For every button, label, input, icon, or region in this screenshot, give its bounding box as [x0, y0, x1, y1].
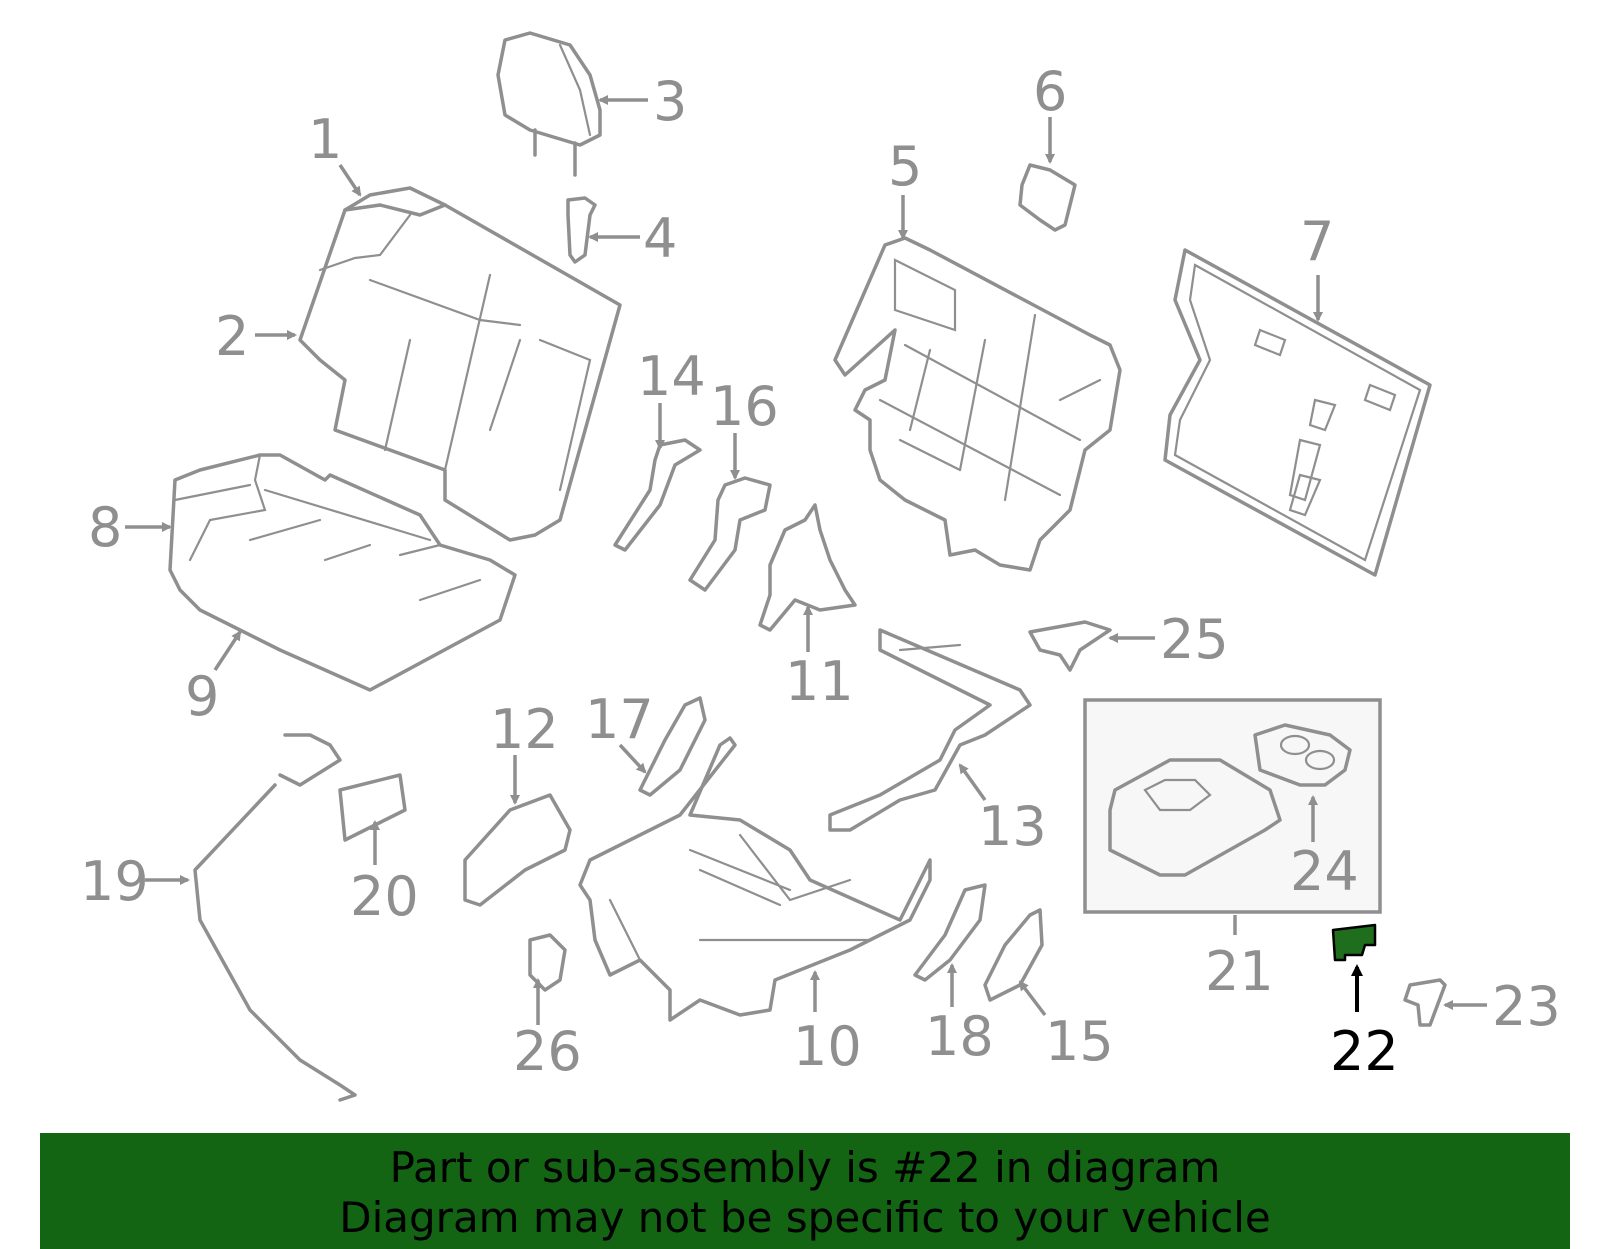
- callout-1: 1: [308, 108, 342, 171]
- callout-10: 10: [793, 1015, 862, 1078]
- callout-11: 11: [785, 650, 854, 713]
- hinge-11-part: [758, 503, 857, 632]
- callout-24: 24: [1290, 840, 1359, 903]
- seat-frame-part: [578, 736, 932, 1022]
- armrest-part: [1108, 758, 1282, 877]
- callout-25: 25: [1160, 608, 1229, 671]
- callout-16: 16: [710, 375, 779, 438]
- notice-line-2: Diagram may not be specific to your vehi…: [339, 1193, 1271, 1242]
- callout-26: 26: [513, 1020, 582, 1083]
- bracket-14-part: [613, 438, 702, 552]
- seat-cushion-part: [168, 453, 517, 692]
- bracket-12-part: [463, 793, 572, 907]
- callout-22: 22: [1330, 1020, 1399, 1083]
- callout-17: 17: [585, 688, 654, 751]
- bracket-18-part: [913, 883, 987, 982]
- callout-3: 3: [653, 70, 687, 133]
- seat-back-frame-part: [833, 236, 1122, 572]
- callout-8: 8: [88, 496, 122, 559]
- callout-9: 9: [185, 665, 219, 728]
- notice-banner: Part or sub-assembly is #22 in diagram D…: [40, 1133, 1570, 1249]
- callout-12: 12: [490, 698, 559, 761]
- callout-labels: 1 2 3 4 5 6 7 8 9 10 11 12 13 14 15 16 1…: [80, 60, 1561, 1083]
- bracket-17-part: [638, 696, 707, 797]
- callout-13: 13: [978, 795, 1047, 858]
- callout-7: 7: [1300, 210, 1334, 273]
- callout-2: 2: [215, 305, 249, 368]
- bracket-16-part: [688, 476, 772, 592]
- callout-6: 6: [1033, 60, 1067, 123]
- rail-13-part: [828, 628, 1032, 832]
- callout-5: 5: [888, 135, 922, 198]
- back-panel-part: [1163, 248, 1432, 577]
- headrest-part: [496, 31, 602, 177]
- leader-arrows: [125, 95, 1487, 1025]
- callout-19: 19: [80, 850, 149, 913]
- notice-line-1: Part or sub-assembly is #22 in diagram: [389, 1143, 1221, 1192]
- cable-19-part: [193, 733, 357, 1102]
- callout-15: 15: [1045, 1010, 1114, 1073]
- callout-18: 18: [925, 1005, 994, 1068]
- cover-20-part: [338, 773, 407, 842]
- clip-26-part: [528, 933, 567, 992]
- highlighted-part-22: [1331, 923, 1377, 962]
- callout-4: 4: [643, 207, 677, 270]
- cup-holder-part: [1253, 723, 1352, 787]
- armrest-inset: [1083, 698, 1382, 914]
- callout-23: 23: [1492, 975, 1561, 1038]
- cover-clip-part: [1018, 163, 1077, 232]
- headrest-guide-part: [566, 196, 597, 264]
- callout-21: 21: [1205, 940, 1274, 1003]
- bracket-25-part: [1028, 620, 1112, 672]
- callout-20: 20: [350, 865, 419, 928]
- clip-23-part: [1403, 978, 1447, 1027]
- callout-14: 14: [637, 345, 706, 408]
- seat-back-part: [298, 186, 622, 542]
- bracket-15-part: [983, 908, 1044, 1002]
